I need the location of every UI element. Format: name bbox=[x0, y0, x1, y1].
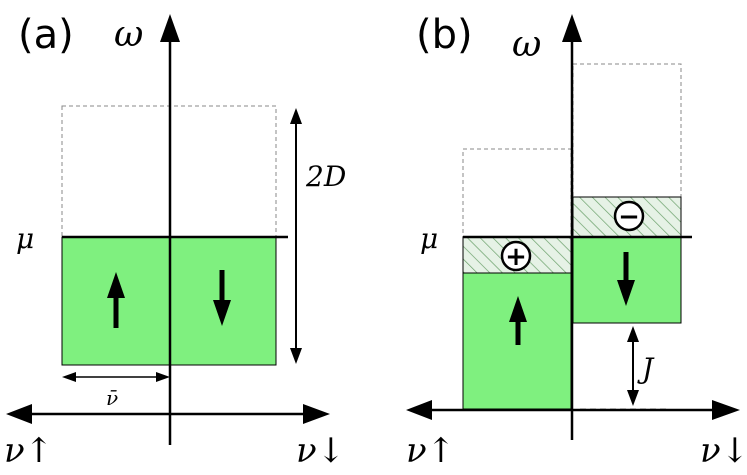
nu-up-label-a: ν↑ bbox=[4, 431, 53, 471]
panel-b: (b) ω ν↑ ν↓ μ + − bbox=[406, 12, 747, 471]
spin-up-arrow-b bbox=[509, 296, 527, 345]
width-label-a: ν̄ bbox=[106, 386, 118, 410]
panel-a: (a) ω ν↑ ν↓ μ 2D ν̄ bbox=[4, 12, 346, 471]
exchange-label-b: J bbox=[637, 352, 655, 385]
minus-sign: − bbox=[618, 202, 640, 232]
omega-arrowhead-b bbox=[562, 14, 582, 42]
omega-label-a: ω bbox=[114, 14, 143, 55]
plus-sign: + bbox=[505, 242, 527, 272]
plus-circle-icon: + bbox=[500, 240, 532, 272]
bandwidth-label-a: 2D bbox=[305, 160, 346, 193]
panel-a-label: (a) bbox=[18, 12, 74, 58]
mu-label-b: μ bbox=[420, 222, 438, 255]
empty-band-up-b bbox=[462, 148, 572, 238]
bandwidth-arrow-top-a bbox=[290, 108, 302, 124]
empty-band-down-b bbox=[572, 63, 682, 198]
nu-down-label-b: ν↓ bbox=[700, 431, 747, 471]
mu-label-a: μ bbox=[16, 222, 34, 255]
spin-down-arrow-b bbox=[617, 252, 635, 306]
exchange-arrow-top-b bbox=[627, 326, 639, 342]
nu-left-arrowhead-b bbox=[406, 400, 432, 420]
spin-down-arrow-a bbox=[213, 270, 231, 326]
minus-circle-icon: − bbox=[613, 200, 645, 232]
nu-right-arrowhead-b bbox=[712, 400, 740, 420]
nu-right-arrowhead-a bbox=[303, 404, 330, 424]
omega-label-b: ω bbox=[512, 24, 541, 65]
spin-up-arrow-a bbox=[107, 272, 125, 328]
nu-left-arrowhead-a bbox=[6, 404, 32, 424]
width-arrow-left-a bbox=[62, 372, 76, 382]
width-arrow-right-a bbox=[156, 372, 170, 382]
exchange-arrow-bottom-b bbox=[627, 390, 639, 406]
panel-b-label: (b) bbox=[416, 12, 473, 58]
nu-down-label-a: ν↓ bbox=[296, 431, 345, 471]
omega-arrowhead-a bbox=[160, 14, 180, 42]
bandwidth-arrow-bottom-a bbox=[290, 348, 302, 364]
nu-up-label-b: ν↑ bbox=[406, 431, 455, 471]
